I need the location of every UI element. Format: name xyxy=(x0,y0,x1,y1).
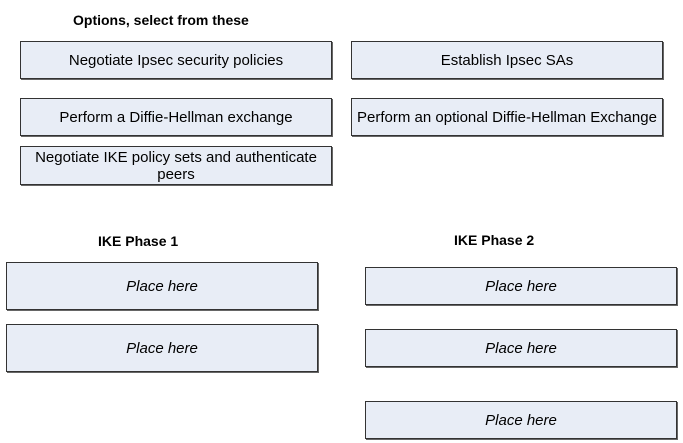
option-establish-ipsec-sas[interactable]: Establish Ipsec SAs xyxy=(351,41,663,79)
phase2-drop-slot[interactable]: Place here xyxy=(365,329,677,367)
option-optional-diffie-hellman[interactable]: Perform an optional Diffie-Hellman Excha… xyxy=(351,98,663,136)
phase1-heading: IKE Phase 1 xyxy=(98,233,179,249)
phase1-drop-slot[interactable]: Place here xyxy=(6,324,318,372)
phase1-drop-slot[interactable]: Place here xyxy=(6,262,318,310)
option-diffie-hellman-exchange[interactable]: Perform a Diffie-Hellman exchange xyxy=(20,98,332,136)
option-negotiate-ike-policy-sets[interactable]: Negotiate IKE policy sets and authentica… xyxy=(20,146,332,185)
phase2-heading: IKE Phase 2 xyxy=(454,232,535,248)
options-heading: Options, select from these xyxy=(73,12,249,28)
phase2-drop-slot[interactable]: Place here xyxy=(365,401,677,439)
phase2-drop-slot[interactable]: Place here xyxy=(365,267,677,305)
option-negotiate-ipsec-policies[interactable]: Negotiate Ipsec security policies xyxy=(20,41,332,79)
